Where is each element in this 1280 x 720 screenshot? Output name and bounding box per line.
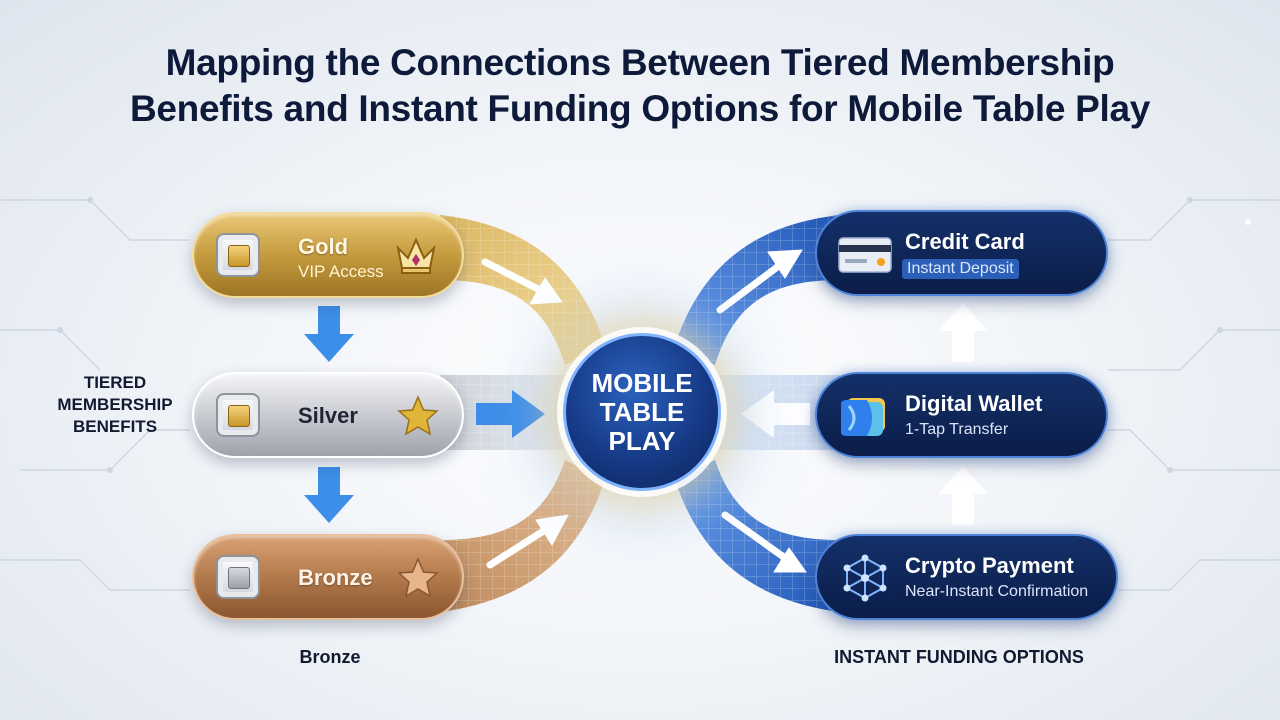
gold-tier-name: Gold (298, 234, 349, 259)
instant-funding-label: INSTANT FUNDING OPTIONS (834, 647, 1084, 667)
circuit-lines (0, 199, 1280, 591)
chip-icon (216, 393, 260, 437)
bronze-tier-name: Bronze (298, 565, 373, 590)
bronze-tier-card[interactable]: Bronze (192, 534, 464, 620)
crown-icon (396, 237, 436, 274)
hub-label: MOBILE TABLE PLAY (591, 367, 693, 456)
star-icon (397, 395, 439, 436)
gold-tier-card[interactable]: Gold VIP Access (192, 212, 464, 298)
crypto-payment-option[interactable]: Crypto Payment Near-Instant Confirmation (815, 534, 1118, 620)
silver-tier-card[interactable]: Silver (192, 372, 464, 458)
title-line-1: Mapping the Connections Between Tiered M… (165, 42, 1115, 83)
funding-up-arrows (938, 303, 988, 525)
silver-tier-name: Silver (298, 403, 358, 428)
network-icon (843, 554, 887, 602)
band-arrows (481, 249, 807, 573)
digital-wallet-option[interactable]: Digital Wallet 1-Tap Transfer (815, 372, 1108, 458)
digital-wallet-name: Digital Wallet (905, 391, 1043, 416)
gold-tier-benefit: VIP Access (298, 262, 384, 281)
bronze-footer-label: Bronze (299, 647, 361, 667)
tier-down-arrows (304, 306, 354, 523)
silver-to-hub-arrow (476, 390, 545, 438)
diagram-title: Mapping the Connections Between Tiered M… (0, 40, 1280, 132)
crypto-payment-detail: Near-Instant Confirmation (905, 583, 1089, 600)
crypto-payment-name: Crypto Payment (905, 553, 1074, 578)
title-line-2: Benefits and Instant Funding Options for… (129, 88, 1150, 129)
wallet-icon (841, 398, 885, 436)
credit-card-icon (838, 237, 892, 273)
chip-icon (216, 233, 260, 277)
credit-card-detail: Instant Deposit (902, 259, 1019, 279)
credit-card-name: Credit Card (905, 229, 1025, 254)
tiered-membership-label: TIERED MEMBERSHIP BENEFITS (57, 373, 173, 436)
credit-card-option[interactable]: Credit Card Instant Deposit (815, 210, 1108, 296)
digital-wallet-detail: 1-Tap Transfer (905, 421, 1009, 438)
chip-icon (216, 555, 260, 599)
wallet-to-hub-arrow (741, 390, 810, 438)
mobile-table-play-hub[interactable]: MOBILE TABLE PLAY (563, 333, 721, 491)
star-icon (397, 557, 439, 598)
